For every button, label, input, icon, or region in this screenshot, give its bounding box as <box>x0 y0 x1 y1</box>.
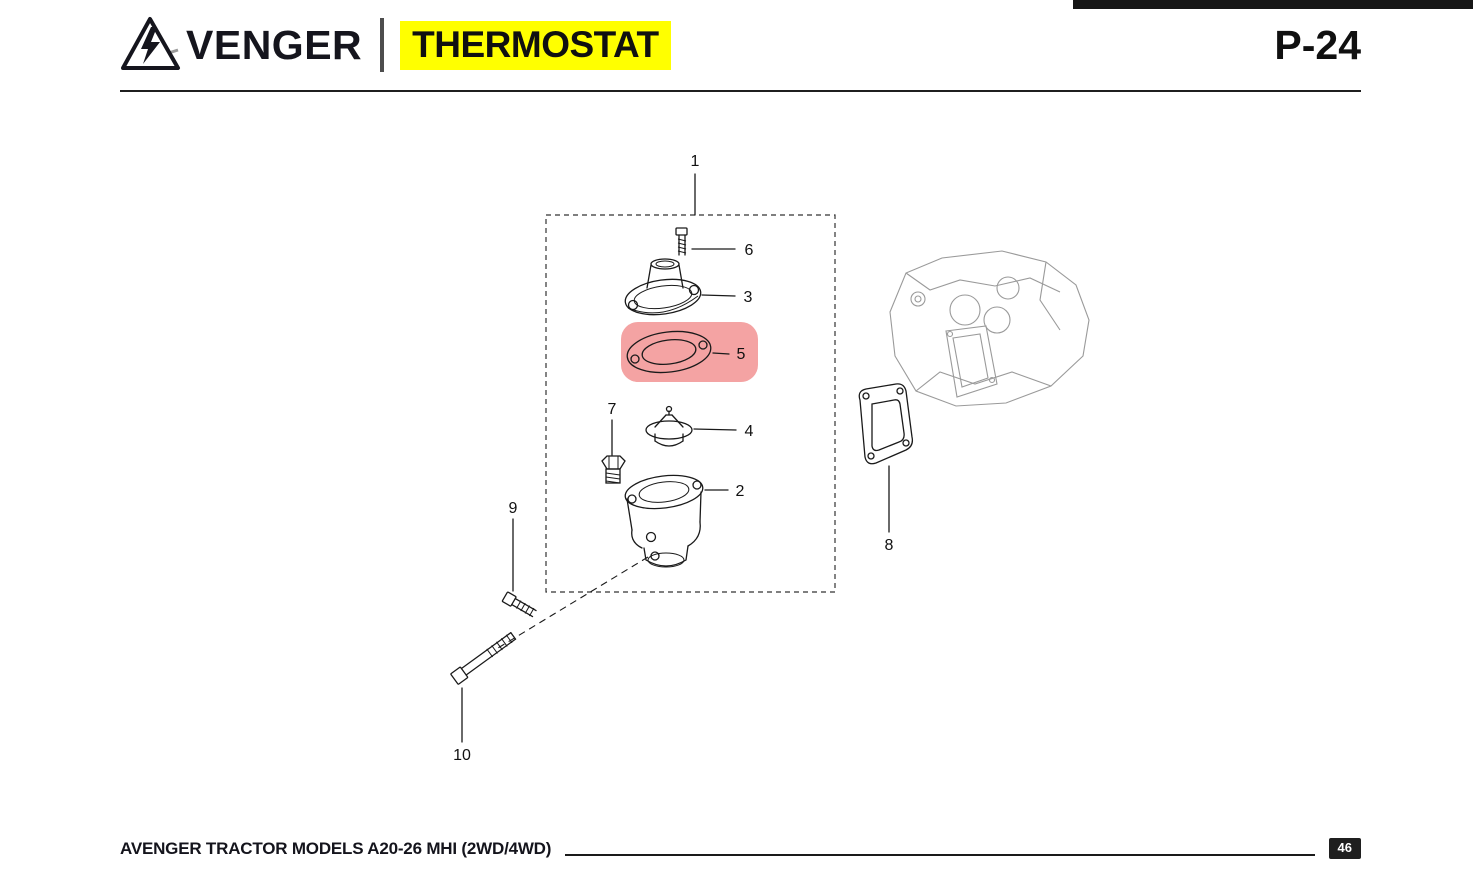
part-5-gasket-highlighted[interactable]: 5 <box>621 322 758 382</box>
callout-5-label: 5 <box>737 346 746 363</box>
page-title: THERMOSTAT <box>400 20 671 70</box>
part-7-plug: 7 <box>601 401 626 484</box>
callout-8-label: 8 <box>885 537 894 554</box>
alignment-dash-line <box>497 556 649 649</box>
footer-page-number: 46 <box>1328 838 1361 859</box>
top-corner-strip <box>1073 0 1473 9</box>
footer-models-text: AVENGER TRACTOR MODELS A20-26 MHI (2WD/4… <box>120 838 552 858</box>
part-4-thermostat: 4 <box>645 405 754 447</box>
callout-1-label: 1 <box>691 153 700 170</box>
engine-head-reference <box>889 250 1090 407</box>
header-rule <box>120 90 1361 92</box>
callout-4-label: 4 <box>745 423 754 440</box>
page-header: VENGER THERMOSTAT P-24 <box>120 14 1361 76</box>
part-5-highlight[interactable] <box>621 322 758 382</box>
footer-rule <box>565 853 1315 856</box>
avenger-a-icon <box>121 17 180 70</box>
page-footer: AVENGER TRACTOR MODELS A20-26 MHI (2WD/4… <box>120 838 1361 859</box>
part-9-bolt: 9 <box>501 500 537 618</box>
part-6-bolt: 6 <box>675 227 754 259</box>
brand-logo: VENGER <box>120 16 362 74</box>
callout-1: 1 <box>691 153 700 216</box>
header-divider <box>380 18 385 72</box>
callout-10-label: 10 <box>453 747 471 764</box>
part-10-bolt: 10 <box>450 632 517 764</box>
assembly-group-box <box>545 214 836 593</box>
brand-wordmark: VENGER <box>186 21 363 68</box>
callout-9-label: 9 <box>509 500 518 517</box>
callout-7-label: 7 <box>608 401 617 418</box>
callout-2-label: 2 <box>736 483 745 500</box>
callout-3-label: 3 <box>744 289 753 306</box>
part-2-housing: 2 <box>624 474 745 568</box>
page-reference: P-24 <box>1274 21 1361 68</box>
callout-6-label: 6 <box>745 242 754 259</box>
part-3-cover: 3 <box>624 258 753 316</box>
part-8-gasket: 8 <box>858 383 914 554</box>
